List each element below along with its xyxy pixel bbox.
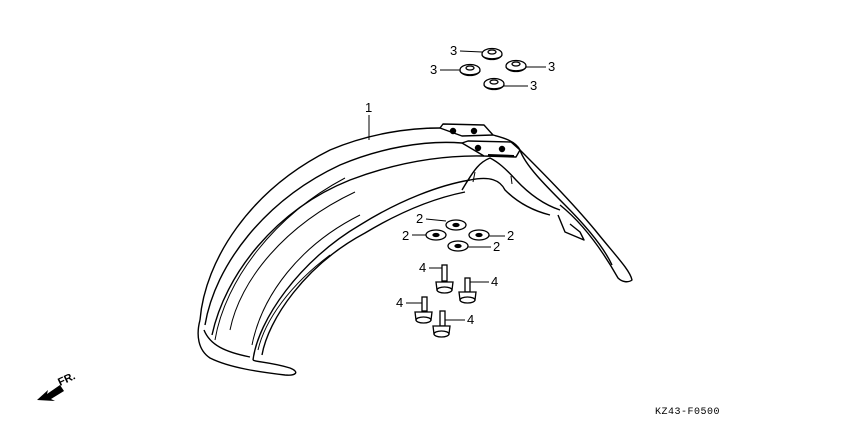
bolt	[458, 277, 477, 304]
diagram-code: KZ43-F0500	[655, 407, 720, 418]
svg-text:FR.: FR.	[56, 370, 77, 388]
svg-text:3: 3	[430, 62, 437, 77]
svg-text:4: 4	[491, 274, 498, 289]
callouts-2: 2 2 2 2	[402, 211, 514, 254]
svg-text:1: 1	[365, 100, 372, 115]
arrow-down-left-icon	[37, 385, 64, 401]
grommet-parts-3[interactable]	[459, 47, 527, 91]
callouts-3: 3 3 3 3	[430, 43, 555, 93]
bolt	[414, 296, 433, 324]
svg-text:2: 2	[416, 211, 423, 226]
svg-text:2: 2	[493, 239, 500, 254]
svg-text:4: 4	[467, 312, 474, 327]
svg-text:3: 3	[530, 78, 537, 93]
grommet	[481, 47, 503, 61]
washer	[468, 229, 490, 241]
washer	[445, 219, 467, 231]
callouts-4: 4 4 4 4	[396, 260, 498, 327]
svg-text:2: 2	[507, 228, 514, 243]
grommet	[505, 59, 527, 73]
washer-parts-2[interactable]	[425, 219, 490, 252]
washer	[425, 229, 447, 241]
bolt	[432, 310, 451, 338]
front-direction-indicator: FR.	[37, 370, 77, 401]
svg-text:3: 3	[450, 43, 457, 58]
svg-text:2: 2	[402, 228, 409, 243]
washer	[447, 240, 469, 252]
svg-text:4: 4	[396, 295, 403, 310]
fender-part-1[interactable]	[197, 123, 633, 376]
bolt-parts-4[interactable]	[414, 264, 477, 338]
callout-1: 1	[365, 100, 372, 140]
svg-text:3: 3	[548, 59, 555, 74]
svg-text:4: 4	[419, 260, 426, 275]
bolt	[435, 264, 454, 294]
grommet	[483, 77, 505, 91]
grommet	[459, 63, 481, 77]
